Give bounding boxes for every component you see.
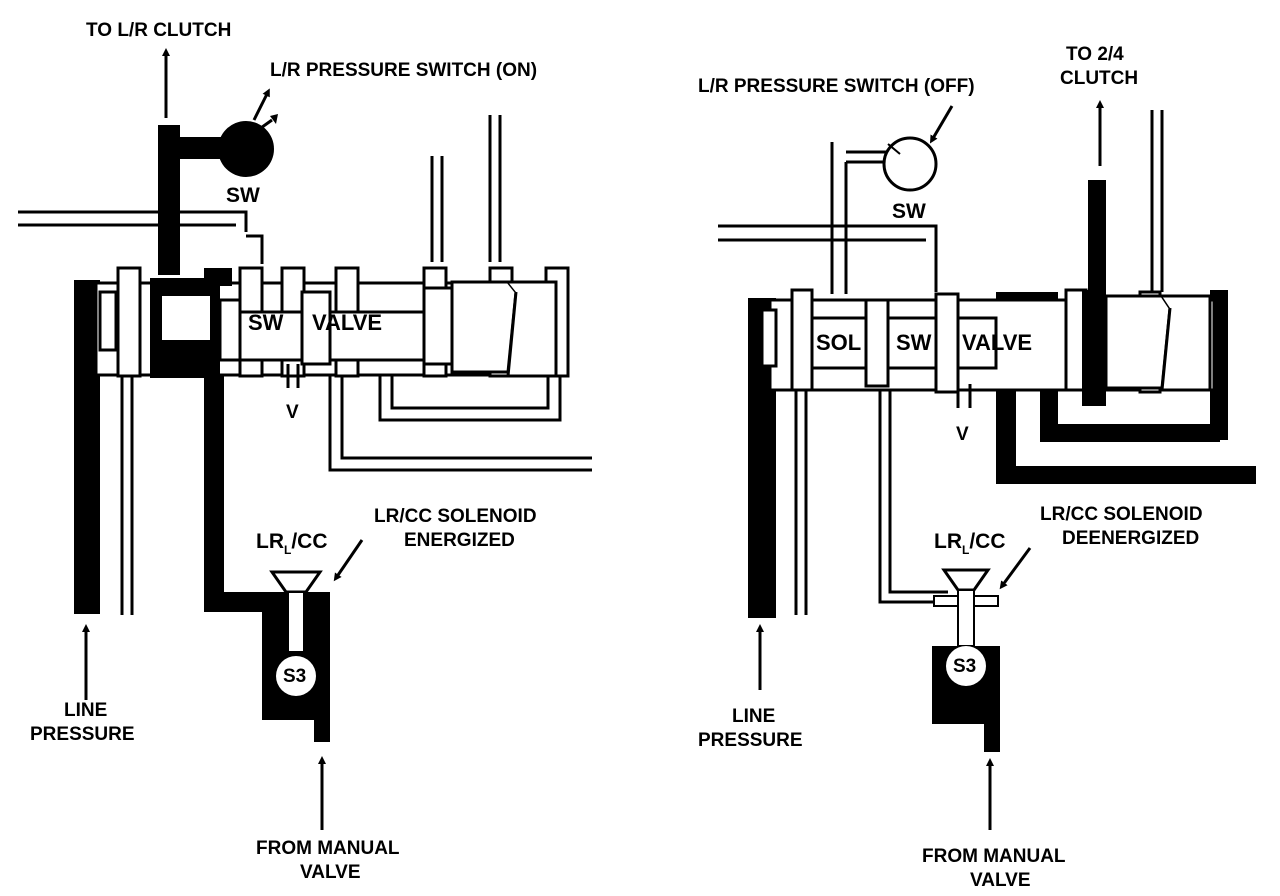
- right-switch-label: L/R PRESSURE SWITCH (OFF): [698, 76, 975, 97]
- right-diagram: TO 2/4 CLUTCH L/R PRESSURE SWITCH (OFF) …: [698, 44, 1256, 891]
- right-valve-sw: SW: [896, 330, 932, 355]
- left-diagram: TO L/R CLUTCH L/R PRESSURE SWITCH (ON) S…: [18, 20, 592, 883]
- right-solenoid-state-2: DEENERGIZED: [1062, 528, 1199, 549]
- right-spool: [760, 294, 1212, 392]
- left-valve-sol: SOL: [164, 306, 209, 331]
- right-pressure-switch: [882, 136, 938, 192]
- right-to-clutch-1: TO 2/4: [1066, 44, 1124, 65]
- left-vent: [286, 364, 300, 388]
- right-switch-pointer: [929, 105, 954, 144]
- left-manual-1: FROM MANUAL: [256, 838, 400, 859]
- left-solenoid-state-1: LR/CC SOLENOID: [374, 506, 537, 527]
- left-solenoid-name: LRL/CC: [256, 530, 328, 557]
- left-to-clutch-label: TO L/R CLUTCH: [86, 20, 231, 41]
- left-sw-label: SW: [226, 184, 260, 207]
- right-manual-2: VALVE: [970, 870, 1031, 891]
- right-vent-label: V: [956, 424, 969, 445]
- right-line-pressure-1: LINE: [732, 706, 775, 727]
- left-manual-2: VALVE: [300, 862, 361, 883]
- right-solenoid: [932, 568, 1000, 752]
- right-valve-sol: SOL: [816, 330, 861, 355]
- right-solenoid-name: LRL/CC: [934, 530, 1006, 557]
- left-solenoid-pointer: [333, 539, 364, 582]
- left-solenoid: [262, 570, 330, 742]
- right-line-pressure-2: PRESSURE: [698, 730, 803, 751]
- left-line-pressure-1: LINE: [64, 700, 107, 721]
- right-solenoid-state-1: LR/CC SOLENOID: [1040, 504, 1203, 525]
- left-solenoid-state-2: ENERGIZED: [404, 530, 515, 551]
- left-vent-label: V: [286, 402, 299, 423]
- right-solenoid-pointer: [999, 547, 1032, 590]
- left-switch-label: L/R PRESSURE SWITCH (ON): [270, 60, 537, 81]
- right-passages: [718, 110, 1164, 615]
- right-vent: [956, 384, 972, 408]
- left-passages: [18, 115, 592, 615]
- right-clutch-land: [1082, 290, 1106, 406]
- right-sw-label: SW: [892, 200, 926, 223]
- right-s3-label: S3: [953, 656, 976, 677]
- left-spool: [98, 280, 558, 378]
- right-valve-valve: VALVE: [962, 330, 1032, 355]
- right-to-clutch-2: CLUTCH: [1060, 68, 1138, 89]
- left-valve-valve: VALVE: [312, 310, 382, 335]
- right-manual-1: FROM MANUAL: [922, 846, 1066, 867]
- left-valve-sw: SW: [248, 310, 284, 335]
- left-pressure-switch: [218, 114, 278, 177]
- left-sol-window: [162, 296, 210, 340]
- left-switch-pointer: [252, 88, 270, 121]
- left-s3-label: S3: [283, 666, 306, 687]
- left-line-pressure-2: PRESSURE: [30, 724, 135, 745]
